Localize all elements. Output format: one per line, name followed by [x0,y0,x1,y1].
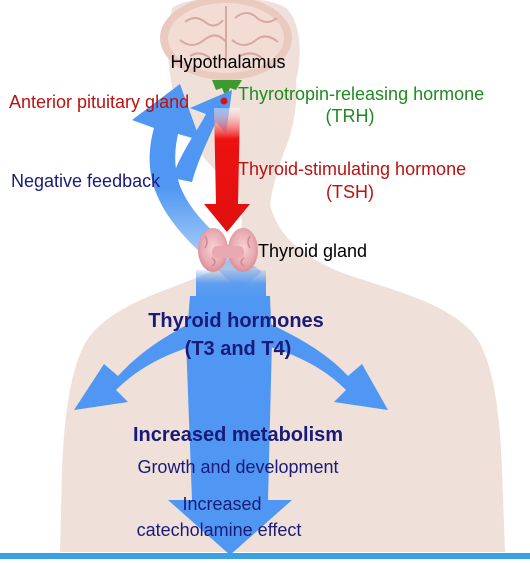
right-branch-arrow [252,320,388,410]
left-branch-arrow [74,320,206,410]
anterior-pituitary-label: Anterior pituitary gland [9,92,190,112]
catecholamine-label-line2: catecholamine effect [136,520,302,540]
thyroid-hormone-shaft [196,270,266,300]
trh-label-line1: Thyrotropin-releasing hormone [238,84,485,104]
body-silhouette [60,0,505,552]
negative-feedback-label: Negative feedback [11,171,161,191]
tsh-arrow [204,108,250,232]
negative-feedback-arrow [132,84,262,290]
brain-icon [160,0,292,80]
bottom-rule [0,553,530,559]
thyroid-gland-icon [198,228,258,272]
growth-development-label: Growth and development [137,457,339,477]
tsh-label-line2: (TSH) [326,182,374,202]
hormone-flow-body [186,296,272,345]
pituitary-dot-icon [220,97,228,105]
thyroid-hormones-label-line1: Thyroid hormones [148,310,324,332]
hypothalamus-icon [212,80,242,98]
thyroid-hormones-label-line2: (T3 and T4) [184,338,292,360]
trh-label-line2: (TRH) [325,106,375,126]
increased-metabolism-label: Increased metabolism [132,424,344,446]
thyroid-gland-label: Thyroid gland [258,241,368,261]
hypothalamus-label: Hypothalamus [170,52,286,72]
central-down-arrow [168,340,292,555]
catecholamine-label-line1: Increased [182,494,262,514]
tsh-label-line1: Thyroid-stimulating hormone [238,159,467,179]
